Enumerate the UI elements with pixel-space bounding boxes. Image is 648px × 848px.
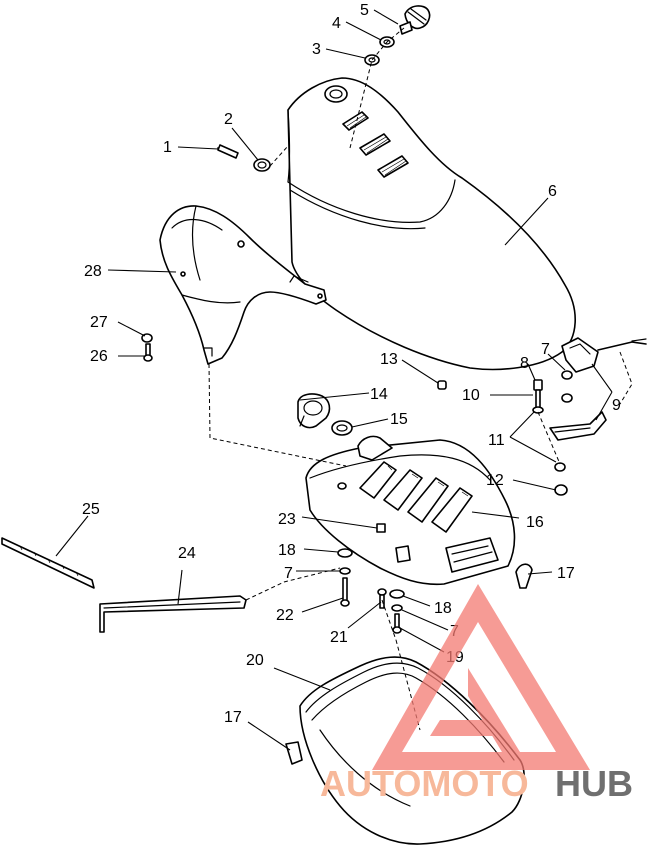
grommet-part-18-right	[389, 589, 405, 599]
watermark-logo: AUTOMOTO HUB	[320, 584, 633, 804]
bracket-part-28	[159, 205, 327, 365]
callout-8: 8	[520, 355, 529, 372]
cap-part-5	[399, 5, 431, 35]
callout-12: 12	[486, 472, 504, 489]
callout-28: 28	[84, 263, 102, 280]
grommet-part-18-left	[337, 548, 353, 558]
washer-part-7-right	[391, 604, 403, 612]
grommet-part-2	[253, 158, 271, 172]
watermark-text-hub: HUB	[555, 763, 633, 804]
callout-1: 1	[163, 139, 172, 156]
callout-23: 23	[278, 511, 296, 528]
washer-part-23	[376, 523, 386, 533]
callout-7-left: 7	[284, 565, 293, 582]
callout-2: 2	[224, 111, 233, 128]
hinge-part-9	[549, 337, 647, 441]
callout-14: 14	[370, 386, 388, 403]
callout-18: 18	[434, 600, 452, 617]
callout-18-left: 18	[278, 542, 296, 559]
callout-15: 15	[390, 411, 408, 428]
clip-part-17-lower	[285, 741, 303, 765]
callout-22: 22	[276, 607, 294, 624]
callout-13: 13	[380, 351, 398, 368]
bolt-part-10	[533, 379, 543, 411]
callout-9: 9	[612, 397, 621, 414]
callout-24: 24	[178, 545, 196, 562]
callout-11: 11	[488, 432, 505, 449]
callout-4: 4	[332, 15, 341, 32]
throat-part-14	[297, 393, 331, 429]
callout-3: 3	[312, 41, 321, 58]
watermark-triangle-icon	[372, 584, 590, 770]
screw-part-21	[377, 588, 387, 609]
screw-part-19	[392, 613, 402, 634]
callout-7: 7	[541, 341, 550, 358]
seal-part-15	[331, 420, 353, 436]
pin-part-1	[217, 144, 239, 159]
cable-part-25	[1, 537, 95, 589]
seat-vent	[342, 111, 409, 178]
callout-17-lower: 17	[224, 709, 242, 726]
nut-part-3	[364, 54, 380, 66]
callout-17: 17	[557, 565, 575, 582]
seat-part-6	[287, 77, 576, 371]
callout-27: 27	[90, 314, 108, 331]
bumper-part-13	[437, 380, 447, 390]
washer-part-7	[561, 370, 573, 380]
callout-5: 5	[360, 2, 369, 19]
nut-part-8	[561, 393, 573, 403]
screw-part-22	[340, 577, 350, 607]
watermark-text-automoto: AUTOMOTO	[320, 763, 529, 804]
rod-part-24	[99, 595, 247, 633]
nut-part-12	[554, 462, 568, 496]
washer-part-7-left	[339, 567, 351, 575]
callout-16: 16	[526, 514, 544, 531]
callout-6: 6	[548, 183, 557, 200]
airbox-top-part-16	[305, 435, 516, 586]
callout-25: 25	[82, 501, 100, 518]
screw-part-26	[143, 343, 153, 362]
callout-10: 10	[462, 387, 480, 404]
callout-20: 20	[246, 652, 264, 669]
leader-lines	[55, 9, 613, 751]
airbox-bottom-part-20	[299, 656, 525, 845]
callout-21: 21	[330, 629, 348, 646]
clip-part-17	[515, 563, 533, 589]
callout-26: 26	[90, 348, 108, 365]
